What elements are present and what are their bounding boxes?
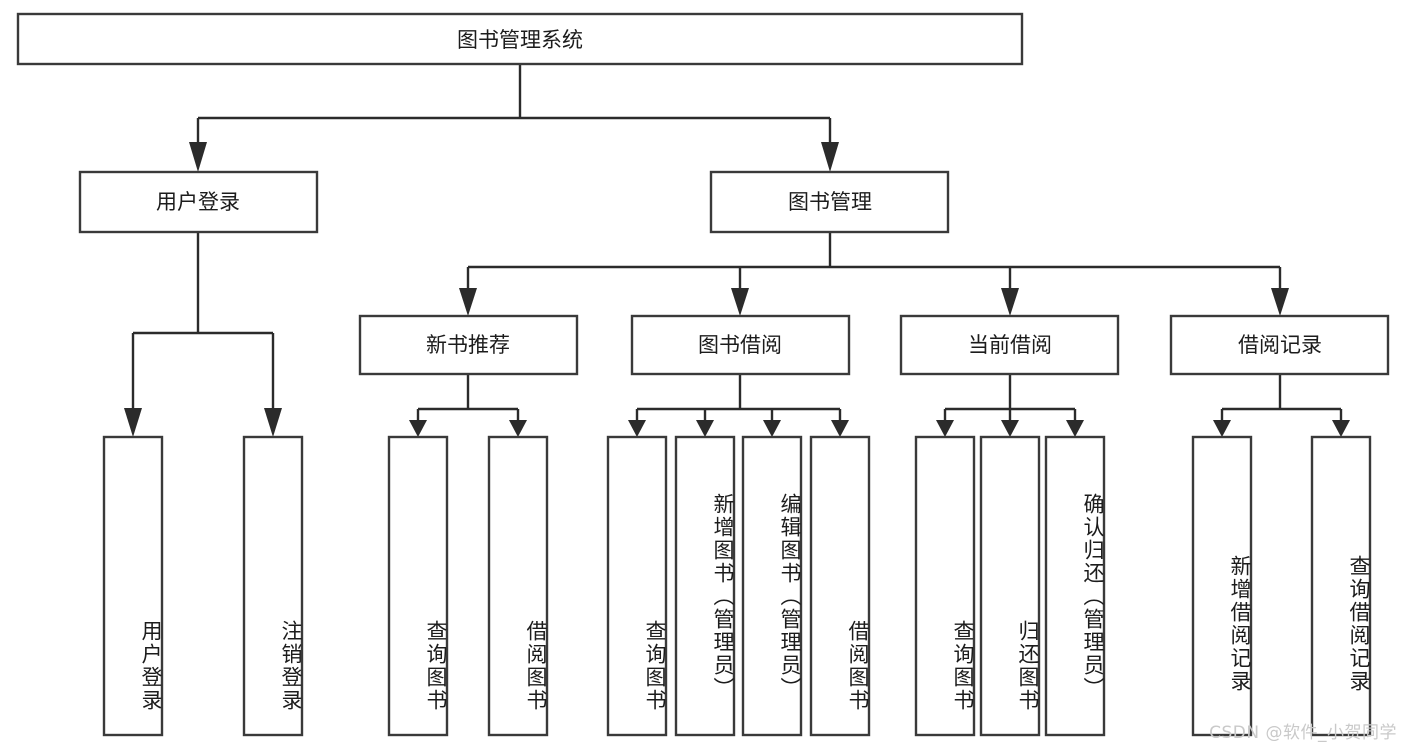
connector-layer — [131, 64, 1343, 420]
arrowhead-leaf-current-borrow-1 — [1001, 420, 1019, 437]
leaf-box-borrow-record-1[interactable] — [1310, 435, 1372, 737]
node-user-login-label: 用户登录 — [156, 190, 240, 214]
leaf-box-user-login-0[interactable] — [102, 435, 164, 737]
leaf-box-current-borrow-2[interactable] — [1044, 435, 1106, 737]
node-book-borrow-label: 图书借阅 — [698, 333, 782, 357]
leaf-box-current-borrow-0[interactable] — [914, 435, 976, 737]
leaf-box-current-borrow-1[interactable] — [979, 435, 1041, 737]
arrowhead-leaf-borrow-record-1 — [1332, 420, 1350, 437]
node-current-borrow-box[interactable] — [899, 314, 1120, 376]
node-current-borrow-label: 当前借阅 — [968, 333, 1052, 357]
arrowhead-layer — [124, 142, 1350, 437]
arrowhead-leaf-book-borrow-0 — [628, 420, 646, 437]
arrowhead-leaf-new-book-1 — [509, 420, 527, 437]
arrowhead-leaf-borrow-record-0 — [1213, 420, 1231, 437]
arrowhead-leaf-book-borrow-1 — [696, 420, 714, 437]
arrowhead-book-borrow — [731, 288, 749, 316]
arrowhead-current-borrow — [1001, 288, 1019, 316]
node-book-borrow-box[interactable] — [630, 314, 851, 376]
arrowhead-leaf-current-borrow-0 — [936, 420, 954, 437]
csdn-watermark: CSDN @软件_小贺同学 — [1209, 723, 1397, 743]
node-user-login-box[interactable] — [78, 170, 319, 234]
arrowhead-user-login — [189, 142, 207, 172]
arrowhead-leaf-current-borrow-2 — [1066, 420, 1084, 437]
arrowhead-leaf-user-login-1 — [264, 408, 282, 437]
arrowhead-leaf-book-borrow-3 — [831, 420, 849, 437]
node-borrow-record-box[interactable] — [1169, 314, 1390, 376]
node-new-book-recommend-label: 新书推荐 — [426, 333, 510, 357]
leaf-box-book-borrow-0[interactable] — [606, 435, 668, 737]
box-layer — [16, 12, 1390, 737]
node-borrow-record-label: 借阅记录 — [1238, 333, 1322, 357]
arrowhead-borrow-record — [1271, 288, 1289, 316]
leaf-box-new-book-0[interactable] — [387, 435, 449, 737]
leaf-box-book-borrow-3[interactable] — [809, 435, 871, 737]
arrowhead-new-book — [459, 288, 477, 316]
leaf-box-borrow-record-0[interactable] — [1191, 435, 1253, 737]
node-root-box[interactable] — [16, 12, 1024, 66]
arrowhead-leaf-book-borrow-2 — [763, 420, 781, 437]
leaf-box-book-borrow-2[interactable] — [741, 435, 803, 737]
node-book-manage-box[interactable] — [709, 170, 950, 234]
leaf-box-user-login-1[interactable] — [242, 435, 304, 737]
arrowhead-leaf-new-book-0 — [409, 420, 427, 437]
horizontal-label-layer: 图书管理系统 用户登录 图书管理 新书推荐 图书借阅 当前借阅 借阅记录 — [156, 28, 1322, 357]
leaf-box-new-book-1[interactable] — [487, 435, 549, 737]
leaf-box-book-borrow-1[interactable] — [674, 435, 736, 737]
node-root-label: 图书管理系统 — [457, 28, 583, 52]
node-new-book-recommend-box[interactable] — [358, 314, 579, 376]
node-book-manage-label: 图书管理 — [788, 190, 872, 214]
arrowhead-book-manage — [821, 142, 839, 172]
arrowhead-leaf-user-login-0 — [124, 408, 142, 437]
